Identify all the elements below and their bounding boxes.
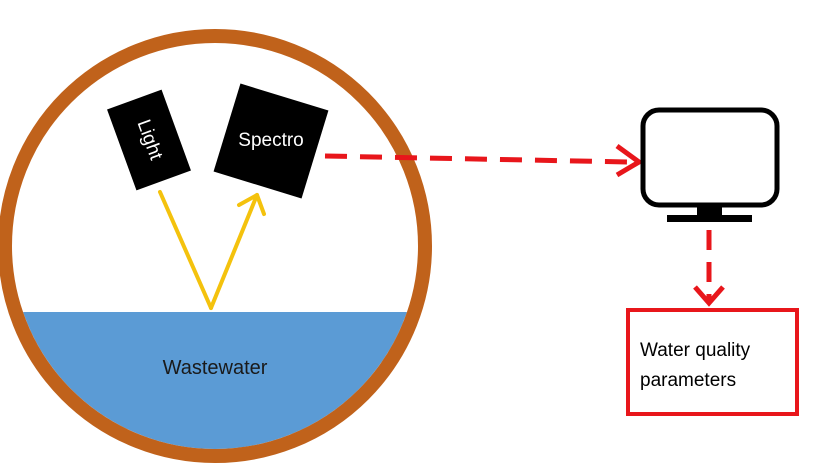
light-source: Light	[107, 89, 191, 191]
signal-arrow-line	[324, 153, 629, 165]
water-quality-label-line2: parameters	[640, 370, 736, 391]
wastewater-label: Wastewater	[163, 357, 268, 379]
output-arrow	[693, 230, 725, 307]
signal-arrowhead	[615, 143, 644, 178]
light-source-box	[107, 89, 191, 191]
monitor-neck	[697, 206, 722, 216]
computer-monitor-icon	[640, 107, 780, 222]
spectrometer-label: Spectro	[238, 130, 303, 151]
signal-arrow	[324, 143, 644, 178]
water-quality-label-line1: Water quality	[640, 340, 751, 361]
vessel-ring	[0, 29, 432, 463]
reflected-beam	[209, 193, 259, 310]
monitor-screen	[640, 107, 780, 208]
output-arrowhead	[693, 285, 725, 307]
light-beam	[158, 190, 266, 310]
monitor-stand	[667, 215, 752, 222]
spectrometer: Spectro	[213, 83, 329, 199]
water-quality-box: Water quality parameters	[626, 308, 799, 416]
water-quality-box-border	[626, 308, 799, 416]
spectrometer-box	[213, 83, 329, 199]
incident-beam	[158, 190, 213, 310]
vessel	[0, 29, 432, 463]
reflected-beam-arrowhead	[237, 193, 266, 216]
